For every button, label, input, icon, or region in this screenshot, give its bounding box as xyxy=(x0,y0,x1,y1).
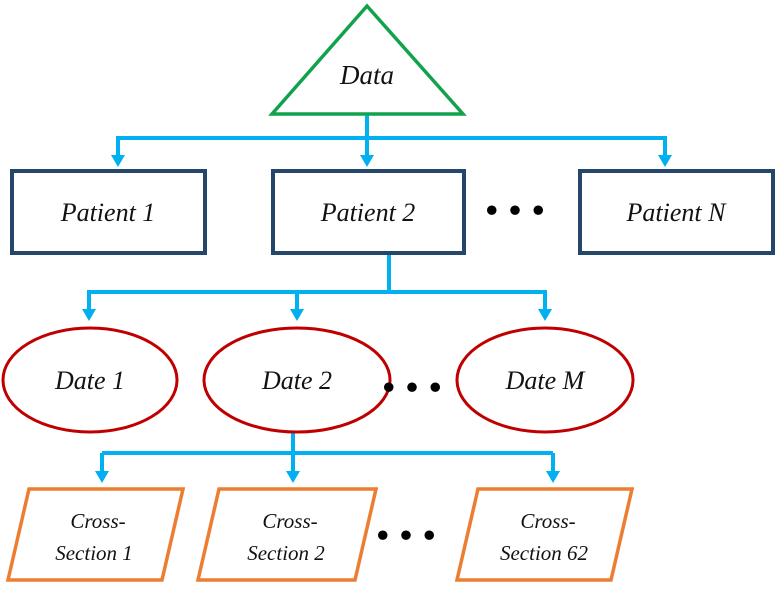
patients-ellipsis: ••• xyxy=(483,196,553,227)
date-m-node xyxy=(455,326,635,434)
cross-section-2-label-line2: Section 2 xyxy=(247,541,325,565)
root-node-triangle xyxy=(268,3,467,116)
patients-row: Patient 1 Patient 2 Patient N ••• xyxy=(10,169,775,255)
cross-section-1-node xyxy=(5,487,186,582)
patient-2-node xyxy=(271,169,466,255)
patient-1-node xyxy=(10,169,207,255)
cross-section-62-label-line2: Section 62 xyxy=(500,541,589,565)
cross-section-2-label-line1: Cross- xyxy=(262,509,317,533)
patient-n-node xyxy=(578,169,775,255)
dates-row: Date 1 Date 2 Date M ••• xyxy=(1,326,635,434)
cross-sections-row: Cross- Section 1 Cross- Section 2 Cross-… xyxy=(5,487,635,582)
cross-section-1-label-line1: Cross- xyxy=(70,509,125,533)
cross-sections-ellipsis: ••• xyxy=(374,521,444,552)
connectors-level-1 xyxy=(111,114,672,167)
date-2-label: Date 2 xyxy=(261,366,332,395)
patient-1-label: Patient 1 xyxy=(60,198,156,227)
cross-section-62-label-line1: Cross- xyxy=(520,509,575,533)
cross-section-62-node xyxy=(454,487,635,582)
cross-section-1-label-line2: Section 1 xyxy=(55,541,133,565)
root-node-label: Data xyxy=(339,60,394,90)
patient-2-label: Patient 2 xyxy=(320,198,416,227)
connectors-level-2 xyxy=(82,253,552,321)
date-m-label: Date M xyxy=(505,366,586,395)
patient-n-label: Patient N xyxy=(626,198,728,227)
cross-section-2-node xyxy=(195,487,379,582)
dates-ellipsis: ••• xyxy=(380,373,450,404)
date-1-node xyxy=(1,326,179,434)
date-1-label: Date 1 xyxy=(54,366,125,395)
connectors-level-3 xyxy=(95,432,560,483)
date-2-node xyxy=(202,326,392,434)
